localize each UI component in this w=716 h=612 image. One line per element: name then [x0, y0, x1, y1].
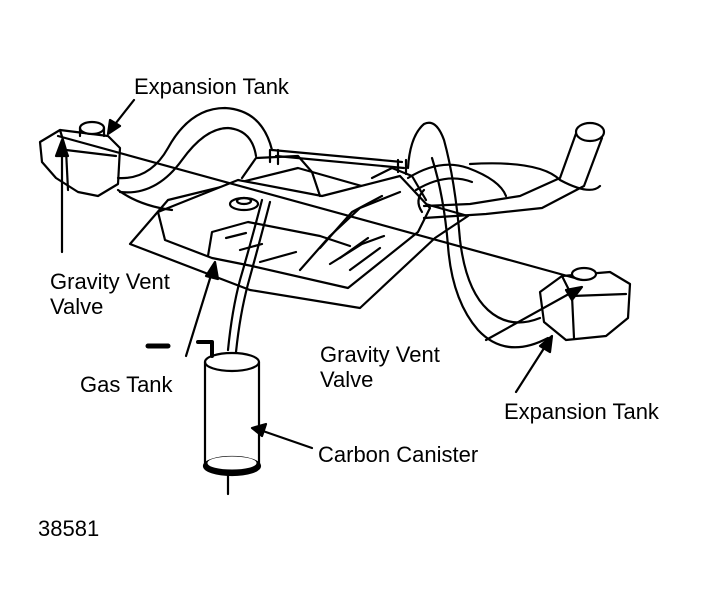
arrow-carbon-canister	[250, 422, 268, 438]
label-expansion-tank-right: Expansion Tank	[504, 399, 659, 424]
arrow-expansion-tank-right	[538, 334, 554, 354]
carbon-canister	[145, 340, 262, 496]
label-gravity-vent-valve-left-line2: Valve	[50, 294, 104, 319]
label-gas-tank: Gas Tank	[80, 372, 173, 397]
leader-lines	[54, 98, 584, 450]
gas-tank	[128, 154, 470, 310]
vent-hoses	[56, 106, 602, 354]
arrow-gas-tank	[204, 260, 220, 281]
arrow-expansion-tank-left	[106, 118, 122, 136]
label-gravity-vent-valve-right-line1: Gravity Vent	[320, 342, 440, 367]
arrow-gravity-vent-right	[564, 285, 584, 302]
label-expansion-tank-left: Expansion Tank	[134, 74, 289, 99]
label-carbon-canister: Carbon Canister	[318, 442, 479, 467]
label-gravity-vent-valve-left-line1: Gravity Vent	[50, 269, 170, 294]
label-gravity-vent-valve-right-line2: Valve	[320, 367, 374, 392]
arrow-gravity-vent-left	[54, 138, 70, 158]
filler-pipe	[417, 121, 606, 220]
expansion-tank-right	[538, 266, 632, 342]
figure-number: 38581	[38, 516, 100, 541]
